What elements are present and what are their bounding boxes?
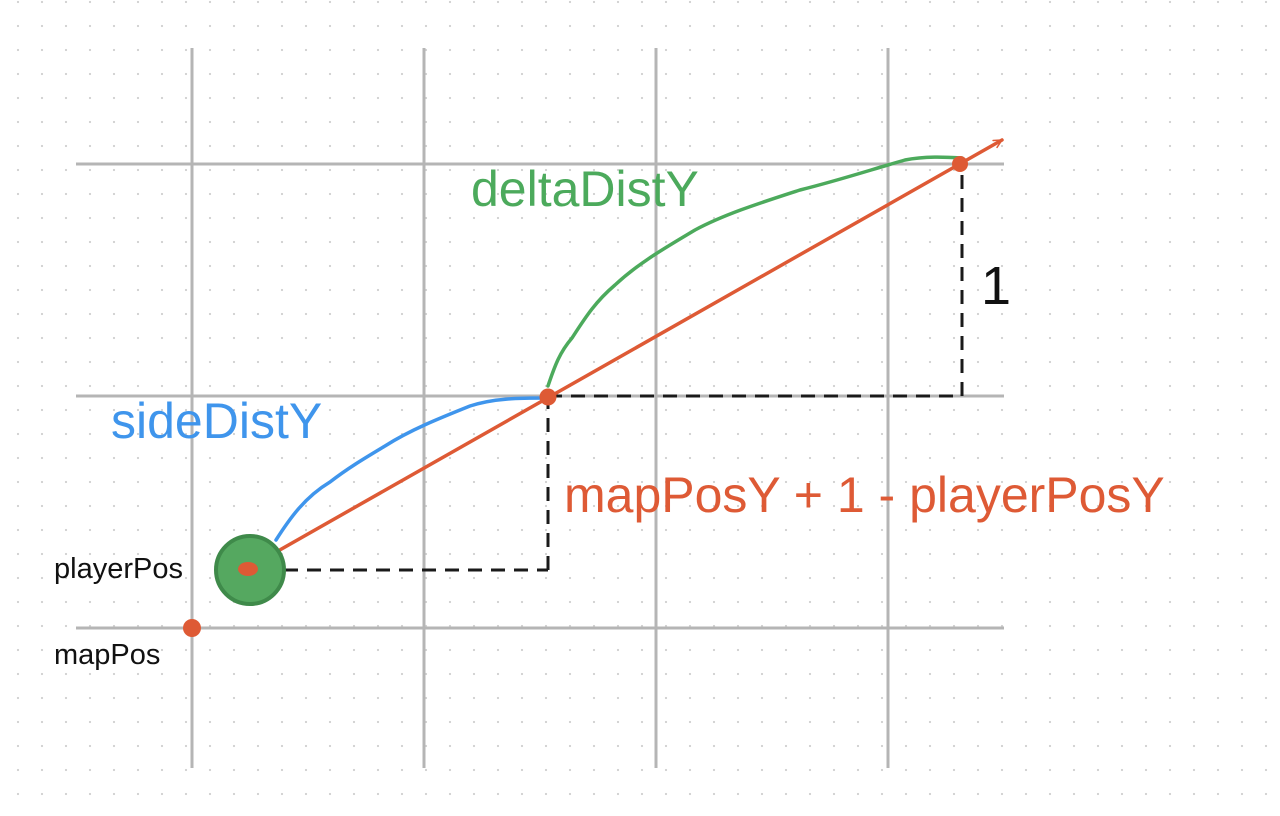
player-pos-dot: [238, 562, 258, 576]
offset-formula-label: mapPosY + 1 - playerPosY: [564, 467, 1165, 523]
side-dist-label: sideDistY: [111, 393, 322, 449]
unit-step-label: 1: [981, 256, 1011, 316]
first-intersection-dot: [539, 388, 557, 406]
side-dist-curve: [274, 396, 550, 542]
dashed-helpers: [284, 166, 964, 572]
delta-dist-curve: [546, 155, 964, 388]
map-pos-label: mapPos: [54, 639, 160, 671]
delta-dist-label: deltaDistY: [471, 161, 699, 217]
second-intersection-dot: [952, 156, 968, 172]
ray-arrow: [246, 138, 1004, 570]
player-pos-label: playerPos: [54, 553, 183, 585]
map-pos-dot: [183, 619, 201, 637]
